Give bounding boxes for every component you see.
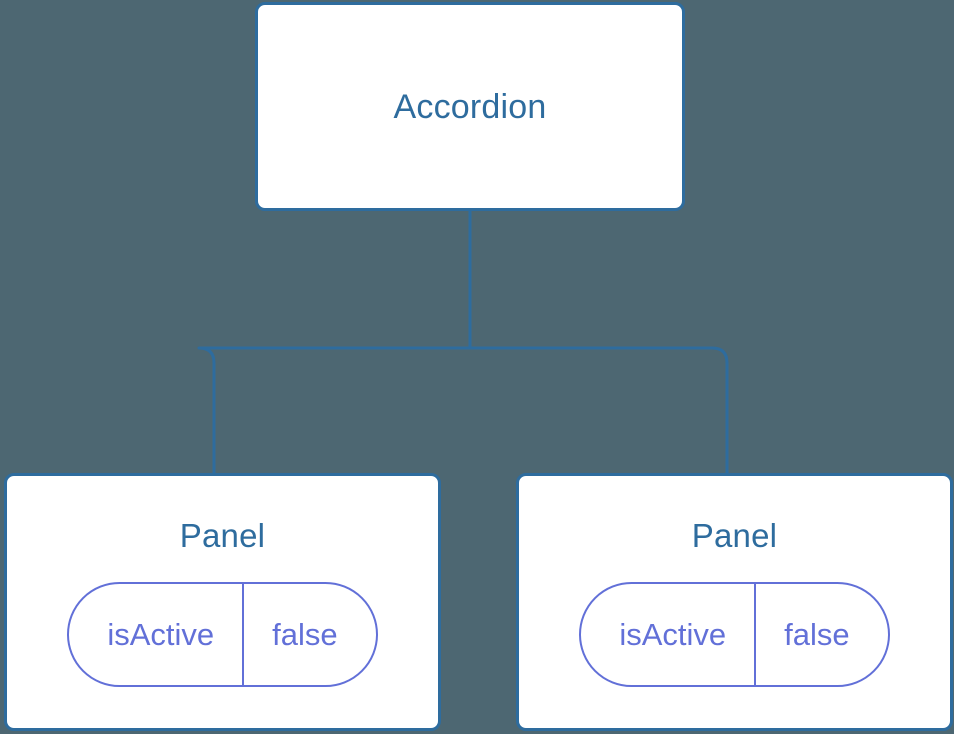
node-accordion-title: Accordion [393, 87, 547, 126]
node-panel-0-title: Panel [179, 517, 266, 554]
node-accordion[interactable]: Accordion [255, 2, 685, 211]
node-panel-0[interactable]: Panel isActive false [4, 473, 441, 731]
edge-root-to-panel-1 [470, 346, 729, 473]
node-panel-1[interactable]: Panel isActive false [516, 473, 953, 731]
edge-root-to-panel-0 [197, 346, 470, 473]
node-panel-0-attribute-value: false [242, 584, 375, 685]
node-panel-0-attribute-key: isActive [107, 617, 215, 652]
node-panel-1-attribute-pill[interactable]: isActive false [579, 582, 890, 687]
node-panel-1-attribute-key: isActive [619, 617, 727, 652]
node-panel-0-attribute-pill[interactable]: isActive false [67, 582, 378, 687]
node-panel-1-attribute-value: false [754, 584, 887, 685]
node-panel-1-title: Panel [691, 517, 778, 554]
